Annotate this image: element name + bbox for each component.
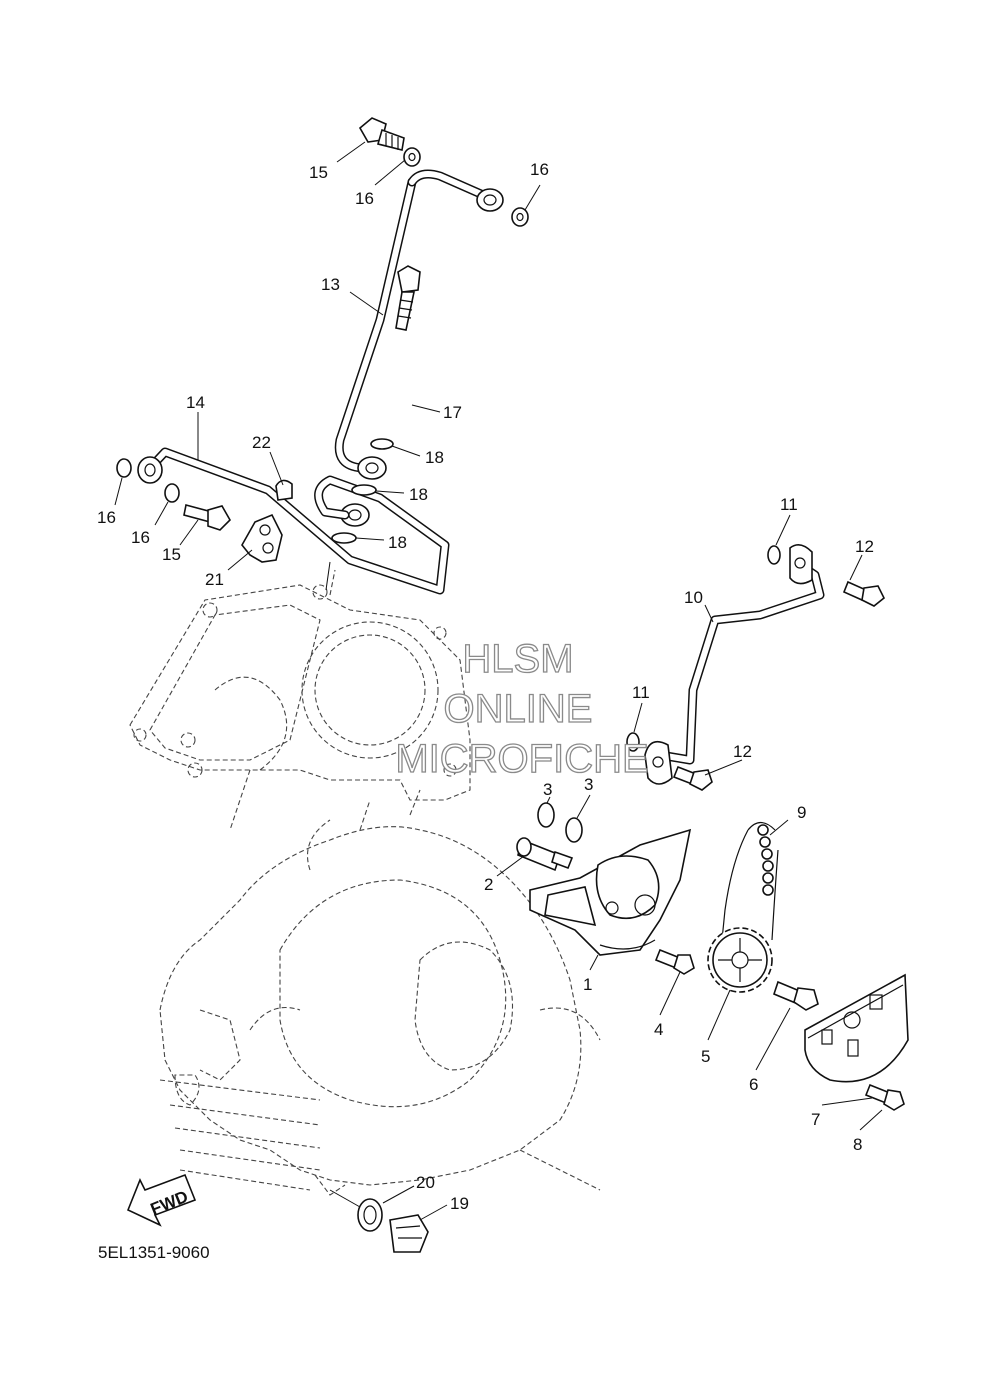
union-bolt-left	[183, 504, 231, 531]
callout-19: 19	[450, 1194, 469, 1213]
washer-16-mid	[164, 483, 180, 503]
washer-18-b	[351, 484, 377, 496]
engine-outline	[129, 569, 601, 1196]
callout-15a: 15	[309, 163, 328, 182]
drain-bolt-19	[389, 1214, 429, 1253]
callout-6: 6	[749, 1075, 758, 1094]
banjo-fitting-left	[137, 456, 163, 484]
callout-3a: 3	[543, 780, 552, 799]
bracket-21	[241, 513, 283, 563]
watermark: HLSM ONLINE MICROFICHE	[395, 636, 650, 781]
callout-18c: 18	[388, 533, 407, 552]
callout-12b: 12	[733, 742, 752, 761]
callout-14: 14	[186, 393, 205, 412]
callout-21: 21	[205, 570, 224, 589]
bolt-6	[773, 980, 819, 1011]
bolt-12-lower	[672, 765, 713, 791]
callout-10: 10	[684, 588, 703, 607]
callout-11a: 11	[780, 495, 798, 514]
bolt-12-upper	[842, 580, 886, 607]
watermark-line3: MICROFICHE	[395, 737, 648, 781]
o-ring-3-a	[537, 802, 555, 828]
banjo-fitting-mid	[357, 456, 387, 480]
callout-4: 4	[654, 1020, 663, 1039]
o-ring-11-lower	[626, 732, 640, 752]
oil-tube-10	[644, 544, 825, 785]
tube-flange-upper	[789, 544, 813, 585]
leader-lines	[114, 141, 883, 1221]
gasket-20	[357, 1198, 383, 1232]
callout-22: 22	[252, 433, 271, 452]
callout-7: 7	[811, 1110, 820, 1129]
banjo-fitting-top	[476, 188, 504, 212]
callout-5: 5	[701, 1047, 710, 1066]
callout-18b: 18	[409, 485, 428, 504]
catalog-code: 5EL1351-9060	[98, 1243, 210, 1262]
callout-8: 8	[853, 1135, 862, 1154]
union-bolt-17	[395, 265, 421, 331]
callout-16c: 16	[97, 508, 116, 527]
o-ring-3-b	[565, 817, 583, 843]
bolt-8	[864, 1083, 905, 1111]
callout-16d: 16	[131, 528, 150, 547]
oil-pump-1	[529, 828, 692, 956]
callout-1: 1	[583, 975, 592, 994]
oil-tube-13	[334, 169, 504, 527]
fwd-arrow-icon: FWD	[126, 1173, 197, 1227]
washer-18-a	[370, 438, 394, 450]
callout-15b: 15	[162, 545, 181, 564]
watermark-line1: HLSM	[462, 637, 573, 681]
callout-labels: 1 2 3 3 4 5 6 7 8 9 10 11 11 12 12 13 14…	[97, 160, 874, 1213]
callout-16b: 16	[530, 160, 549, 179]
oil-tube-14	[137, 447, 450, 595]
callout-11b: 11	[632, 683, 650, 702]
watermark-line2: ONLINE	[444, 687, 593, 731]
dowel-pin-2	[516, 837, 574, 872]
callout-3b: 3	[584, 775, 593, 794]
callout-12a: 12	[855, 537, 874, 556]
washer-16-top	[403, 147, 421, 167]
callout-17: 17	[443, 403, 462, 422]
bolts-and-washers	[116, 117, 905, 1253]
sprocket-5	[707, 927, 773, 993]
callout-9: 9	[797, 803, 806, 822]
washer-18-c	[331, 532, 357, 544]
bolt-4	[654, 948, 695, 975]
drive-chain-9	[719, 821, 779, 961]
callout-2: 2	[484, 875, 493, 894]
clamp-22	[275, 479, 293, 501]
washer-16-right	[511, 207, 529, 227]
o-ring-11-upper	[767, 545, 781, 565]
cover-7	[804, 973, 909, 1083]
union-bolt-top	[358, 117, 405, 151]
callout-16a: 16	[355, 189, 374, 208]
callout-13: 13	[321, 275, 340, 294]
callout-20: 20	[416, 1173, 435, 1192]
washer-16-left	[116, 458, 132, 478]
tube-flange-lower	[644, 740, 673, 785]
callout-18a: 18	[425, 448, 444, 467]
